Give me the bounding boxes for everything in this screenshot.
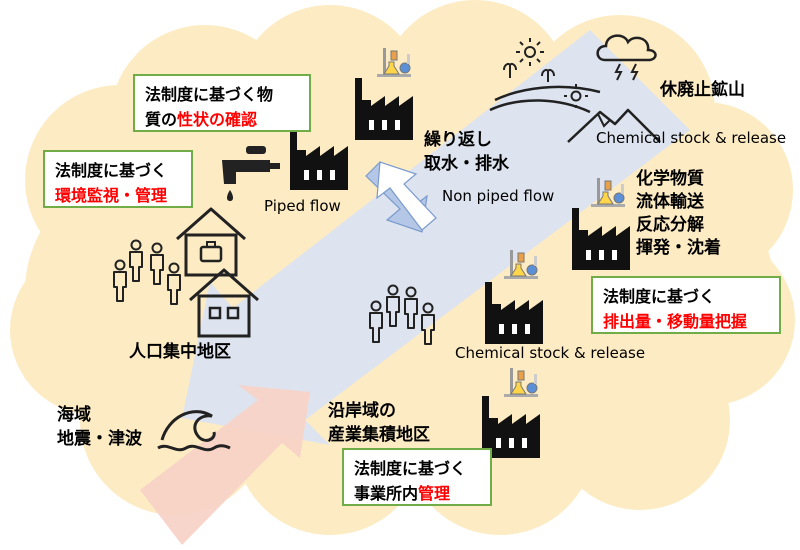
legal-monitoring-box: 法制度に基づく 環境監視・管理 — [43, 150, 193, 208]
hazard-arrow — [140, 385, 310, 545]
legal-onsite-box: 法制度に基づく 事業所内管理 — [342, 448, 492, 506]
chemical-process-label: 化学物質 流体輸送 反応分解 揮発・沈着 — [636, 169, 721, 258]
piped-flow-label: Piped flow — [264, 197, 341, 215]
sea-area-label: 海域 地震・津波 — [57, 405, 142, 449]
box-line-prefix: 質の — [145, 110, 178, 129]
box-line: 法制度に基づく — [354, 459, 467, 478]
box-line-highlight: 性状の確認 — [177, 110, 258, 129]
sun-icon — [516, 38, 544, 66]
house-icon — [175, 207, 247, 277]
closed-mine-label: 休廃止鉱山 — [660, 80, 745, 100]
chemical-stock-label: Chemical stock & release — [596, 129, 787, 147]
box-line-highlight: 環境監視・管理 — [55, 186, 168, 205]
coastal-industrial-label: 沿岸域の 産業集積地区 — [328, 401, 430, 445]
non-piped-flow-label: Non piped flow — [442, 187, 555, 205]
main-flow-arrow — [182, 30, 690, 445]
wave-icon — [157, 410, 231, 452]
box-line: 法制度に基づく — [55, 161, 168, 180]
box-line: 法制度に基づく物 — [145, 85, 274, 104]
mountain-icon — [567, 108, 661, 143]
chemical-stock-label: Chemical stock & release — [455, 344, 646, 362]
farm-hill-icon — [489, 62, 601, 114]
legal-emission-box: 法制度に基づく 排出量・移動量把握 — [591, 276, 781, 334]
box-line-highlight: 管理 — [418, 484, 451, 503]
legal-property-check-box: 法制度に基づく物 質の性状の確認 — [133, 74, 311, 132]
cloud-storm-icon — [596, 34, 657, 81]
population-area-label: 人口集中地区 — [129, 342, 231, 362]
sun-icon — [564, 84, 588, 108]
faucet-icon — [222, 146, 280, 201]
box-line: 法制度に基づく — [603, 287, 716, 306]
box-line-prefix: 事業所内 — [354, 484, 419, 503]
box-line-highlight: 排出量・移動量把握 — [603, 312, 748, 331]
house-icon — [188, 268, 260, 338]
repeat-intake-label: 繰り返し 取水・排水 — [424, 130, 509, 174]
repeat-flow-arrows — [365, 161, 437, 233]
